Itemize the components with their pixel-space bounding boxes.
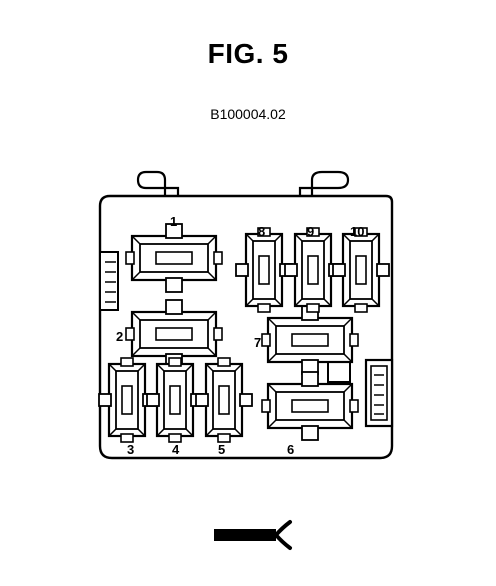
label-6: 6 [287,442,294,457]
connector-left [99,251,119,311]
label-9: 9 [307,224,314,239]
front-direction-arrow-icon [214,520,292,550]
label-1: 1 [170,214,177,229]
label-2: 2 [116,329,123,344]
mount-tab-left [136,170,180,196]
connector-right [364,358,394,428]
figure-code: B100004.02 [210,106,286,122]
mount-tab-right [298,170,350,196]
label-7: 7 [254,335,261,350]
label-8: 8 [258,224,265,239]
figure-title: FIG. 5 [207,38,289,69]
small-square-slot [327,359,351,383]
label-5: 5 [218,442,225,457]
label-10: 10 [350,224,364,239]
label-3: 3 [127,442,134,457]
label-4: 4 [172,442,180,457]
